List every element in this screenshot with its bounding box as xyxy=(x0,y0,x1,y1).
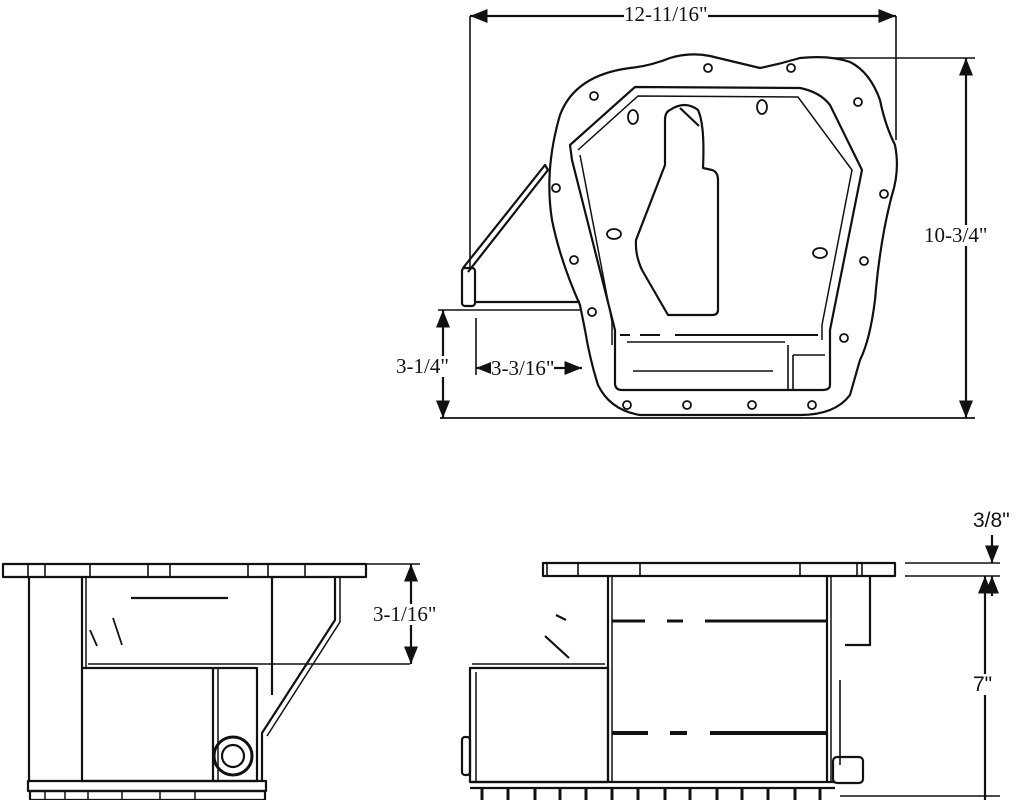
dimension-flange-thickness: 3/8" xyxy=(973,509,1010,532)
side-view-right xyxy=(460,535,1000,800)
dimension-sump-offset-height: 3-1/4" xyxy=(396,354,449,378)
dimension-overall-depth: 10-3/4" xyxy=(924,223,988,247)
top-view xyxy=(435,8,975,419)
dimension-total-height: 7" xyxy=(973,673,993,696)
dimension-sump-offset-width: 3-3/16" xyxy=(491,356,555,380)
side-view-left xyxy=(1,562,420,800)
dimension-overall-width: 12-11/16" xyxy=(624,2,708,26)
dimension-shallow-depth: 3-1/16" xyxy=(373,602,437,626)
bolt-holes xyxy=(551,63,889,410)
